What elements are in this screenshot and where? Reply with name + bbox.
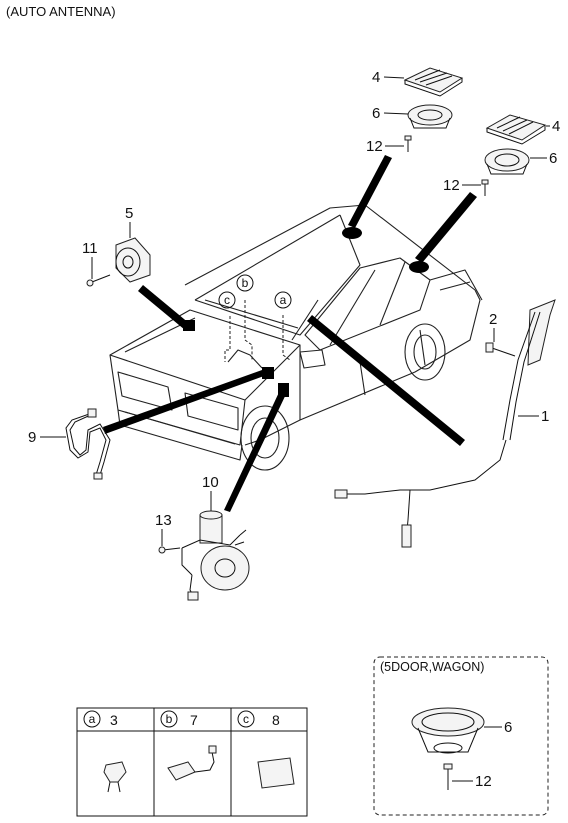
svg-text:c: c (243, 712, 249, 726)
callout-5: 5 (125, 205, 133, 238)
svg-text:13: 13 (155, 512, 172, 529)
svg-text:7: 7 (190, 712, 198, 728)
svg-text:b: b (242, 276, 249, 290)
callout-6c: 6 (484, 719, 512, 736)
legend-col-c: c 8 (237, 710, 295, 789)
svg-text:8: 8 (272, 712, 280, 728)
speaker-wagon (411, 707, 485, 754)
wiring-callout-lines (224, 300, 291, 369)
callout-12c: 12 (452, 773, 492, 790)
car-marker-c: c (218, 291, 236, 309)
callout-2: 2 (489, 311, 497, 342)
callout-9: 9 (28, 429, 66, 446)
svg-text:1: 1 (541, 408, 549, 425)
svg-text:9: 9 (28, 429, 36, 446)
extension-cable (65, 408, 111, 480)
callout-6b: 6 (530, 150, 557, 167)
variant-box: (5DOOR,WAGON) 6 12 (373, 656, 549, 816)
callout-12b: 12 (443, 177, 481, 194)
svg-text:c: c (224, 293, 230, 307)
speaker-grille-top (403, 67, 464, 97)
antenna-bolt (485, 342, 516, 357)
screw-motor (158, 546, 181, 554)
svg-text:2: 2 (489, 311, 497, 328)
svg-text:a: a (280, 293, 287, 307)
callout-6a: 6 (372, 105, 409, 122)
legend-col-a: a 3 (83, 710, 127, 793)
svg-text:11: 11 (82, 240, 98, 257)
svg-text:4: 4 (552, 118, 560, 135)
svg-text:6: 6 (549, 150, 557, 167)
svg-text:(5DOOR,WAGON): (5DOOR,WAGON) (380, 660, 484, 674)
legend-table: a 3 b 7 c 8 (76, 707, 308, 817)
svg-text:6: 6 (504, 719, 512, 736)
callout-1: 1 (518, 408, 549, 425)
front-speaker (115, 237, 151, 283)
svg-text:4: 4 (372, 69, 380, 86)
callout-4b: 4 (546, 118, 560, 135)
speaker-right (484, 148, 530, 175)
speaker-top (407, 104, 453, 129)
svg-text:12: 12 (443, 177, 460, 194)
svg-text:12: 12 (475, 773, 492, 790)
pointer-arrows (103, 155, 477, 512)
speaker-grille-right (485, 114, 547, 145)
callout-4a: 4 (372, 69, 405, 86)
svg-text:12: 12 (366, 138, 383, 155)
diagram-title: (AUTO ANTENNA) (6, 4, 116, 19)
callout-10: 10 (202, 474, 219, 511)
svg-text:a: a (89, 712, 96, 726)
callout-12a: 12 (366, 138, 404, 155)
callout-11: 11 (82, 240, 98, 279)
svg-text:3: 3 (110, 712, 118, 728)
auto-antenna (334, 299, 556, 548)
screw-wagon (443, 763, 453, 790)
car-outline (109, 204, 483, 471)
antenna-motor (181, 510, 250, 601)
car-marker-a: a (274, 291, 292, 309)
callout-13: 13 (155, 512, 172, 546)
screw-right (481, 179, 489, 196)
legend-col-b: b 7 (160, 710, 217, 781)
screw-front (86, 274, 111, 287)
svg-text:6: 6 (372, 105, 380, 122)
svg-text:5: 5 (125, 205, 133, 222)
svg-text:10: 10 (202, 474, 219, 491)
car-marker-b: b (236, 274, 254, 292)
screw-top (404, 135, 412, 152)
svg-text:b: b (166, 712, 173, 726)
